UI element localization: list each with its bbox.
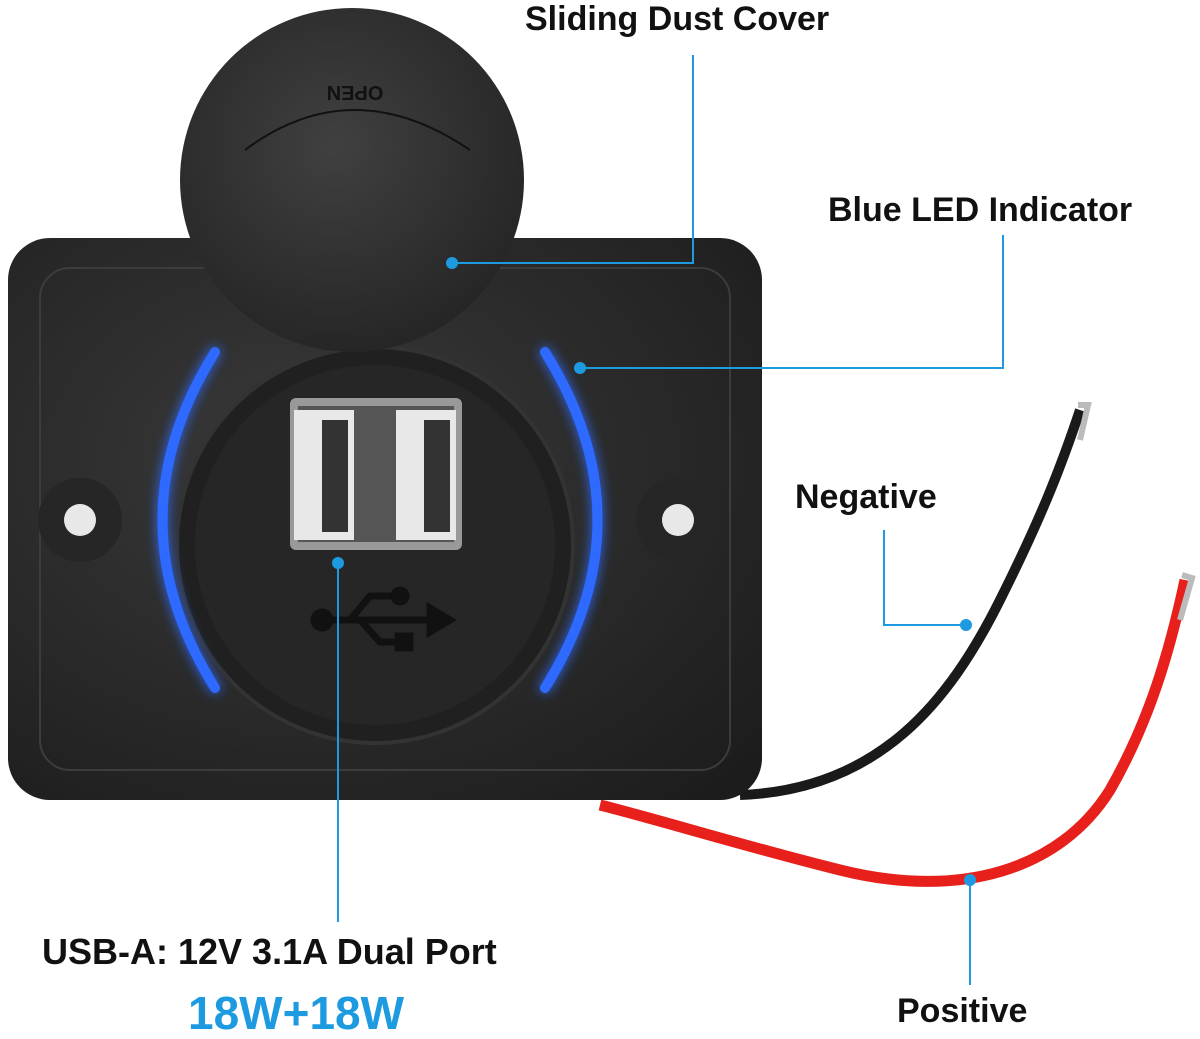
label-dust-cover: Sliding Dust Cover — [525, 0, 830, 38]
label-negative: Negative — [795, 478, 937, 516]
negative-wire — [739, 402, 1092, 800]
label-usb-ports: USB-A: 12V 3.1A Dual Port — [42, 931, 497, 972]
callout-dots — [332, 257, 976, 886]
usb-symbol-icon — [310, 586, 457, 652]
led-arc-right — [540, 347, 603, 693]
callout-lines — [337, 55, 1004, 985]
dust-cover: OPEN — [180, 8, 524, 352]
positive-wire — [598, 572, 1196, 887]
label-positive: Positive — [897, 992, 1028, 1030]
svg-text:OPEN: OPEN — [327, 81, 384, 103]
label-led-indicator: Blue LED Indicator — [828, 191, 1133, 229]
screw-hole-right — [636, 478, 720, 562]
led-arc-left — [157, 347, 220, 693]
screw-hole-left — [38, 478, 122, 562]
usb-ports — [290, 398, 462, 550]
label-power: 18W+18W — [188, 987, 405, 1039]
